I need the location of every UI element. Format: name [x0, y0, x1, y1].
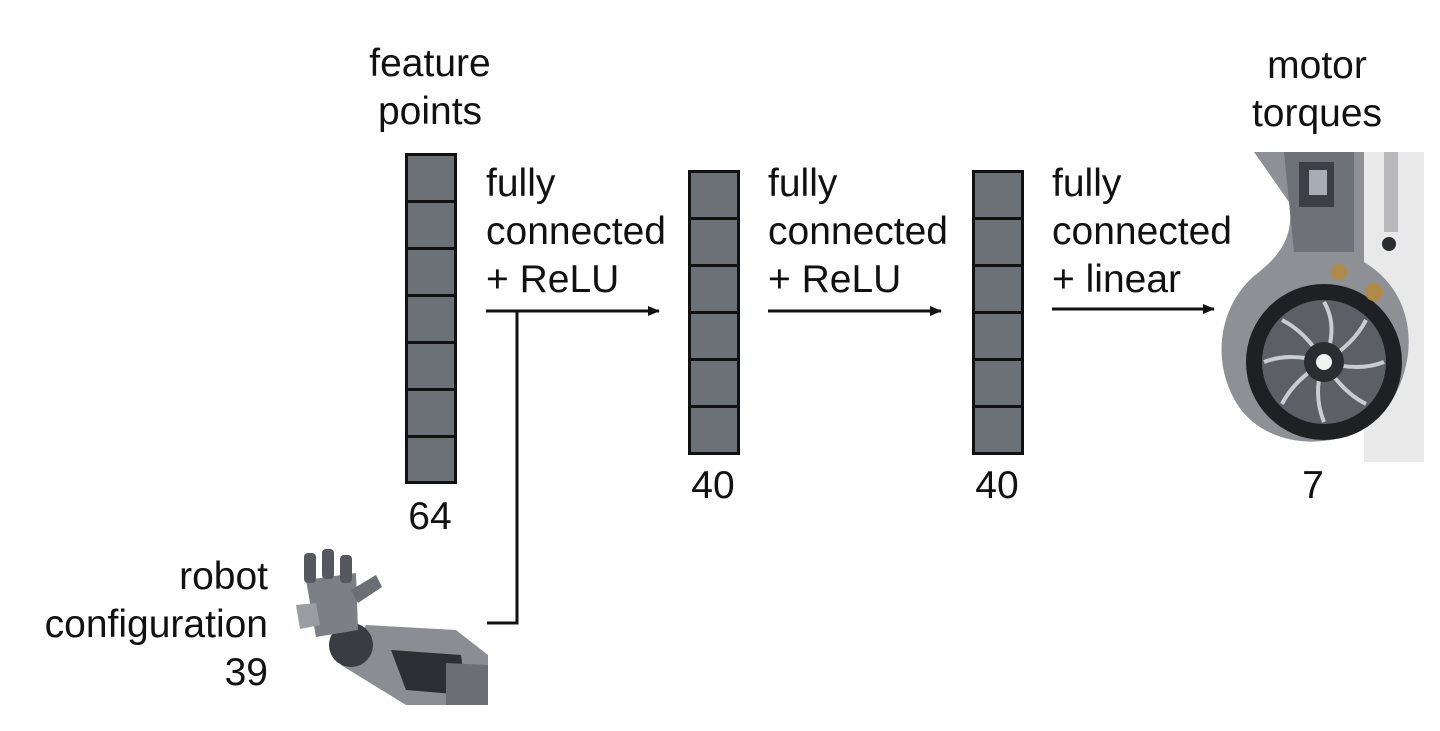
edge-label-2-line3: + ReLU: [768, 258, 902, 301]
motor-torques-label: motor torques: [1222, 42, 1412, 138]
robot-config-wire: [487, 312, 519, 625]
edge-label-2: fully connected + ReLU: [768, 160, 948, 304]
robot-configuration-label: robot configuration 39: [20, 553, 268, 697]
input-size-label: 64: [408, 495, 452, 538]
hidden-1-size-label: 40: [691, 464, 735, 507]
edge-label-1-line1: fully: [486, 162, 556, 205]
edge-label-3-line3: + linear: [1052, 258, 1181, 301]
output-size-label: 7: [1302, 464, 1324, 507]
robot-configuration-line2: configuration: [44, 603, 268, 646]
stack-cell: [691, 264, 737, 267]
robot-configuration-size: 39: [224, 651, 268, 694]
stack-cell: [408, 200, 454, 203]
stack-cell: [691, 358, 737, 361]
stack-cell: [408, 247, 454, 250]
input-layer-stack: [405, 153, 457, 484]
stack-cell: [975, 311, 1021, 314]
robot-configuration-line1: robot: [179, 555, 268, 598]
motor-torques-line2: torques: [1251, 92, 1383, 135]
motor-torque-image: [1221, 152, 1424, 462]
feature-points-line2: points: [377, 90, 483, 133]
edge-label-2-line1: fully: [768, 162, 838, 205]
edge-label-1-line2: connected: [486, 210, 666, 253]
feature-points-line1: feature: [369, 42, 491, 85]
edge-label-1-line3: + ReLU: [486, 258, 620, 301]
stack-cell: [975, 264, 1021, 267]
stack-cell: [691, 217, 737, 220]
stack-cell: [408, 294, 454, 297]
stack-cell: [691, 311, 737, 314]
edge-label-3: fully connected + linear: [1052, 160, 1232, 304]
stack-cell: [691, 405, 737, 408]
feature-points-label: feature points: [340, 40, 520, 136]
edge-label-1: fully connected + ReLU: [486, 160, 666, 304]
edge-label-3-line1: fully: [1052, 162, 1122, 205]
stack-cell: [408, 435, 454, 438]
stack-cell: [975, 358, 1021, 361]
hidden-layer-2-stack: [972, 170, 1024, 455]
motor-torques-line1: motor: [1267, 44, 1367, 87]
edge-label-2-line2: connected: [768, 210, 948, 253]
stack-cell: [408, 388, 454, 391]
hidden-layer-1-stack: [688, 170, 740, 455]
hidden-2-size-label: 40: [975, 464, 1019, 507]
stack-cell: [408, 341, 454, 344]
edge-label-3-line2: connected: [1052, 210, 1232, 253]
stack-cell: [975, 405, 1021, 408]
robot-arm-image: [296, 549, 488, 705]
stack-cell: [975, 217, 1021, 220]
